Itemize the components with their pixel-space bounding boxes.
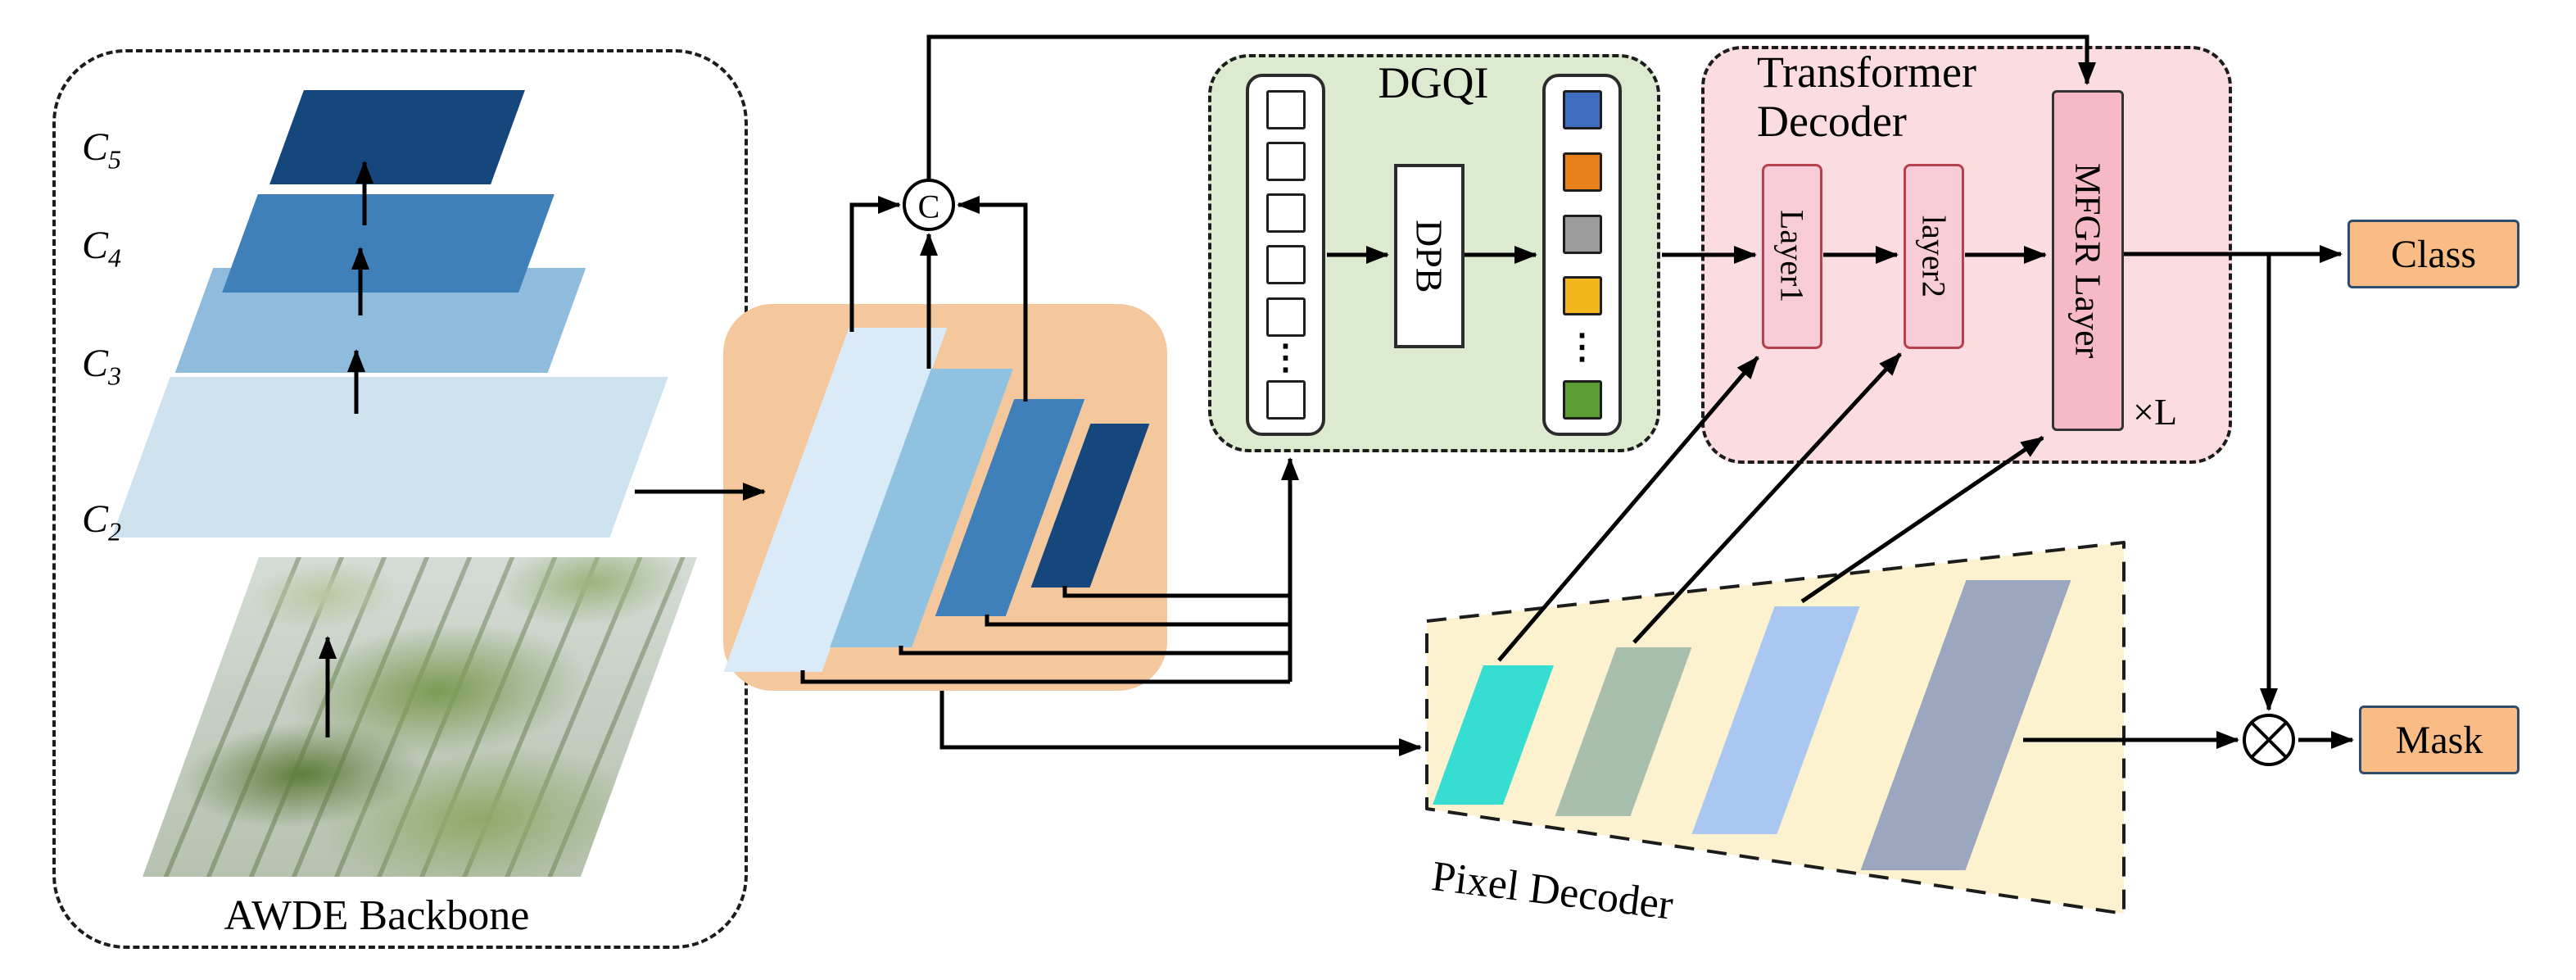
mask-output-box: Mask [2359,706,2519,774]
input-query-square [1265,297,1306,337]
decoder-layer1-label: Layer1 [1773,210,1811,303]
query-color-square [1562,380,1602,420]
query-color-square [1562,90,1602,129]
query-color-square [1562,214,1602,254]
pixel-feature-1 [1433,665,1554,805]
awde-backbone-label: AWDE Backbone [224,892,530,939]
label-c5-base: C [82,125,109,169]
dgqi-input-queries: ⋮ [1246,74,1325,436]
label-c5: C5 [82,125,121,175]
concat-symbol: C [918,188,940,225]
label-c4-base: C [82,224,109,267]
label-c3-base: C [82,342,109,385]
mfgr-layer-label: MFGR Layer [2067,162,2108,359]
multiply-icon [2243,714,2295,766]
pixel-feature-2 [1555,647,1692,816]
input-query-square [1265,90,1306,129]
label-c2: C2 [82,497,121,547]
concat-icon: C [903,179,955,231]
label-c5-sub: 5 [108,144,122,175]
label-c3: C3 [82,341,121,392]
backbone-feature-c4 [222,194,555,293]
input-query-square [1265,245,1306,285]
dgqi-output-queries: ⋮ [1542,74,1622,436]
decoder-layer1-box: Layer1 [1762,164,1822,349]
query-color-square [1562,152,1602,192]
input-query-square [1265,379,1306,420]
input-query-square [1265,193,1306,234]
pixel-feature-4 [1860,580,2071,870]
decoder-layer2-label: layer2 [1915,216,1953,297]
dpb-box: DPB [1394,164,1465,348]
pixel-decoder-label: Pixel Decoder [1428,852,1676,929]
input-query-square [1265,142,1306,182]
ellipsis-vertical: ⋮ [1268,338,1303,377]
backbone-feature-c5 [269,90,525,184]
repeat-times-label: ×L [2133,391,2178,433]
label-c2-sub: 2 [108,516,122,547]
backbone-feature-c2 [111,377,668,538]
label-c4-sub: 4 [108,243,122,273]
mfgr-layer-box: MFGR Layer [2052,90,2124,431]
label-c2-base: C [82,497,109,541]
class-output-box: Class [2347,220,2519,288]
transformer-decoder-title: Transformer Decoder [1757,48,1976,147]
decoder-layer2-box: layer2 [1904,164,1964,349]
pixel-feature-3 [1691,606,1860,834]
dgqi-title: DGQI [1378,58,1489,107]
arrow-features-to-pixel-decoder [939,691,1422,756]
ellipsis-vertical: ⋮ [1564,329,1600,367]
class-output-label: Class [2390,232,2476,276]
query-color-square [1562,276,1602,316]
mask-output-label: Mask [2395,718,2483,762]
dpb-label: DPB [1408,219,1451,293]
label-c3-sub: 3 [108,361,122,391]
label-c4: C4 [82,223,121,274]
